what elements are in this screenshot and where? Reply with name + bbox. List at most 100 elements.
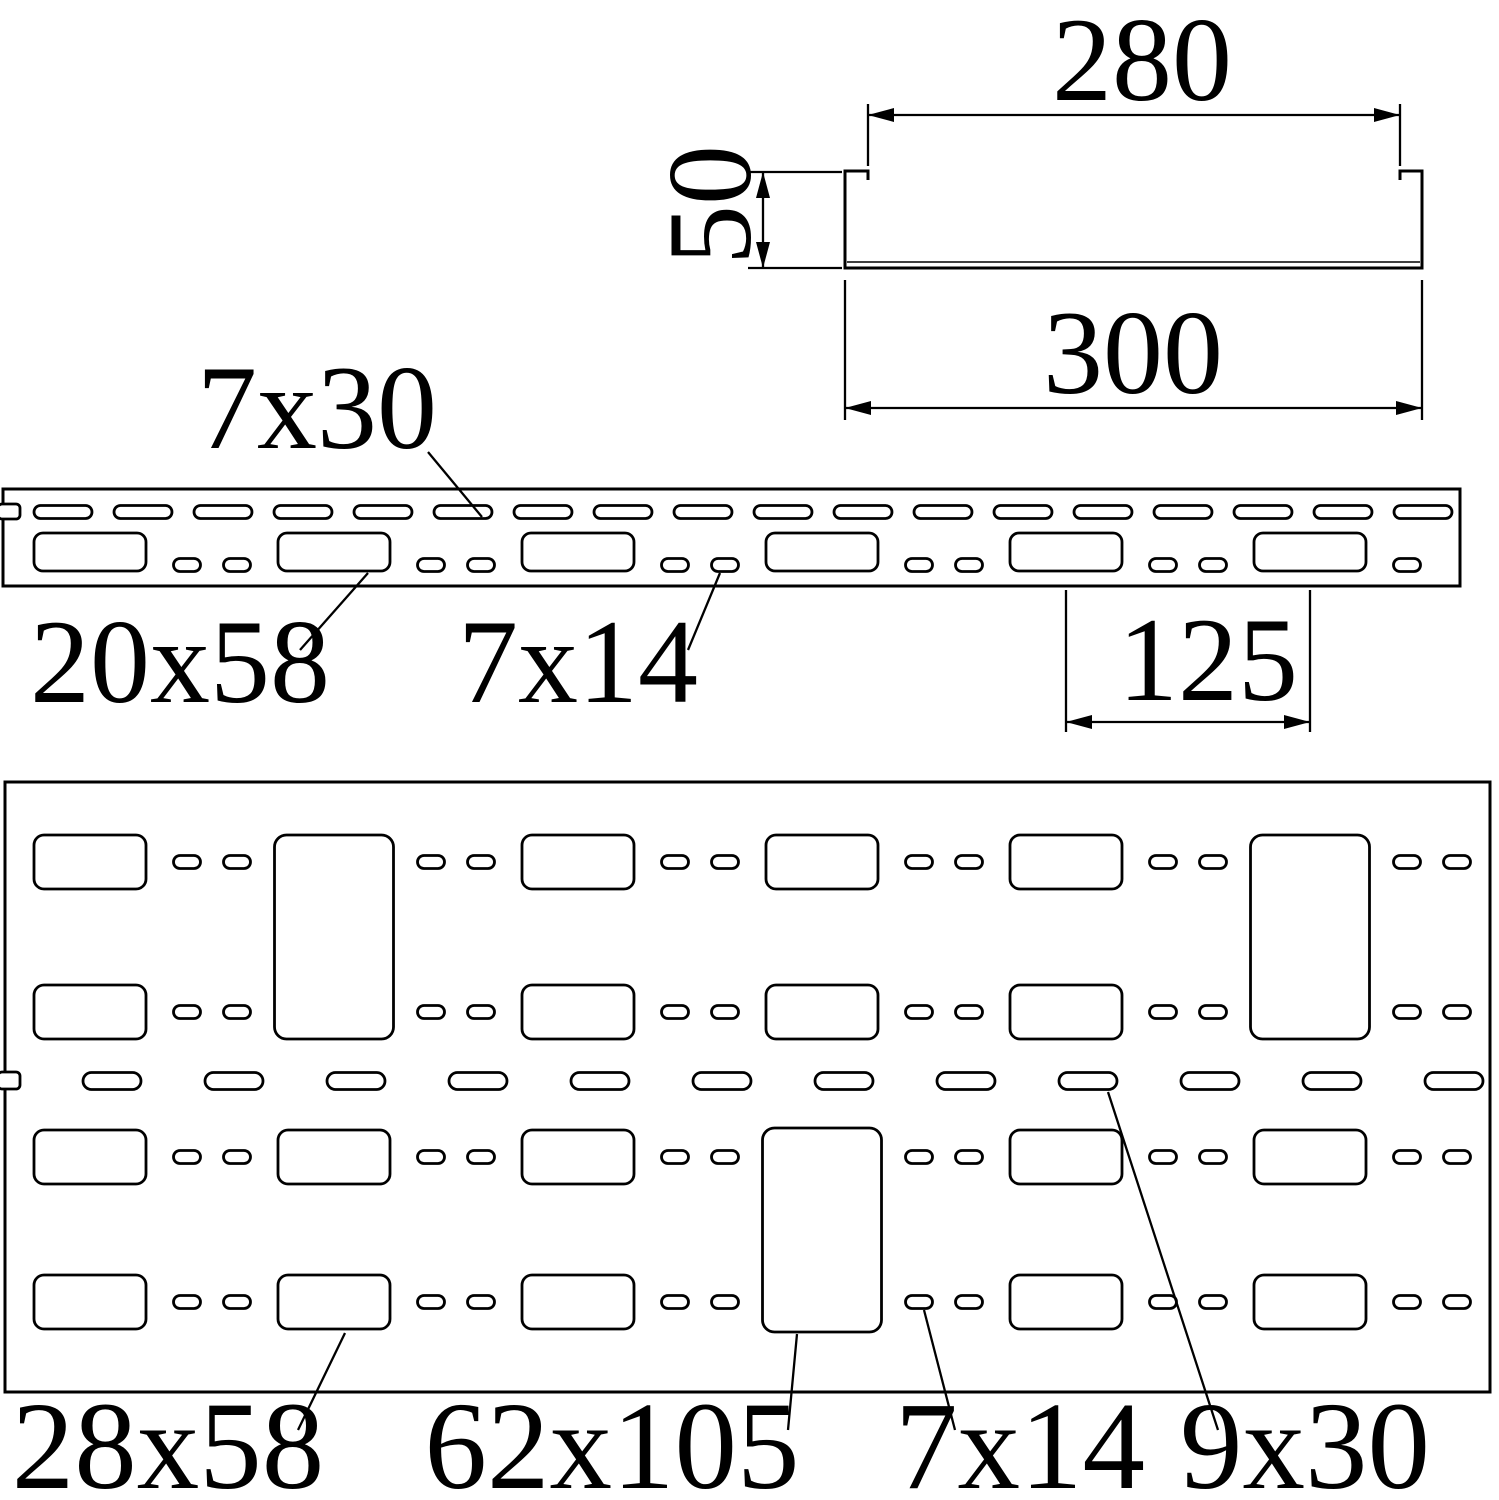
leader-line [296,1332,347,1431]
slot-28x58 [32,1273,148,1331]
slot-28x58 [520,833,636,891]
slot-7x14 [1148,854,1178,870]
leader-line [299,572,369,651]
slot-7x14 [222,854,252,870]
dim-arrow [756,242,770,268]
slot-7x30 [1072,504,1134,520]
cutout-62x105-label: 62x105 [425,1378,800,1500]
slot-7x14 [1392,1149,1422,1165]
slot-7x14 [660,557,690,573]
slot-7x30 [1392,504,1454,520]
slot-7x14 [660,854,690,870]
dim-300-label: 300 [1043,286,1223,419]
slot-7x14 [660,1004,690,1020]
slot-7x30 [672,504,734,520]
slot-9x30 [1179,1071,1241,1091]
slot-20x58 [764,531,880,573]
slot-9x30 [569,1071,631,1091]
leader-line [427,451,483,518]
slot-7x14 [466,557,496,573]
slot-28x58 [764,983,880,1041]
slot-7x14 [1442,854,1472,870]
slot-7x14 [904,1004,934,1020]
slot-20x58 [32,531,148,573]
slot-7x14 [1198,1294,1228,1310]
slot-9x30 [935,1071,997,1091]
plan-slot-9x30-label: 9x30 [1180,1378,1430,1500]
slot-7x30 [432,504,494,520]
slot-7x14 [1392,1294,1422,1310]
slot-9x30 [81,1071,143,1091]
slot-7x14 [1442,1149,1472,1165]
slot-7x14 [416,1294,446,1310]
slot-7x14 [660,1149,690,1165]
slot-7x14 [416,557,446,573]
slot-7x14 [1198,1149,1228,1165]
side-view: 7x30 20x58 7x14 125 [0,341,1462,732]
slot-7x14 [954,1004,984,1020]
slot-7x14 [1392,1004,1422,1020]
slot-7x30 [1312,504,1374,520]
slot-7x30 [832,504,894,520]
leader-line [1106,1091,1220,1431]
cross-section-view: 280 50 300 [643,0,1424,420]
slot-7x14 [416,1149,446,1165]
slot-7x14 [172,1004,202,1020]
slot-7x14 [954,854,984,870]
slot-9x30 [1423,1071,1485,1091]
dim-arrow [845,401,871,415]
slot-7x14 [1442,1004,1472,1020]
slot-7x14 [710,1149,740,1165]
slot-20x58 [276,531,392,573]
slot-7x14 [1392,557,1422,573]
slot-7x14 [904,1149,934,1165]
slot-7x14 [466,1004,496,1020]
slot-7x30 [512,504,574,520]
slot-7x30 [752,504,814,520]
slot-7x14 [904,557,934,573]
slot-9x30 [1301,1071,1363,1091]
dim-125-label: 125 [1118,593,1298,726]
slot-7x14 [954,1149,984,1165]
slot-28x58 [1252,1273,1368,1331]
side-strip-outline [1,487,1462,588]
cutout-62x105 [273,833,395,1041]
slot-7x14 [904,854,934,870]
slot-28x58 [520,1128,636,1186]
slot-28x58 [1008,983,1124,1041]
slot-7x30 [112,504,174,520]
slot-9x30 [447,1071,509,1091]
dim-arrow [1066,715,1092,729]
slot-28x58 [1008,833,1124,891]
dim-arrow [1396,401,1422,415]
slot-28x58 [32,1128,148,1186]
leader-line [922,1309,957,1431]
slot-28x58 [520,983,636,1041]
slot-7x14 [222,557,252,573]
slot-9x30 [203,1071,265,1091]
channel-profile-outline [843,169,1424,270]
dim-arrow [868,108,894,122]
dim-arrow [1284,715,1310,729]
slot-7x30 [192,504,254,520]
slot-28x58 [764,833,880,891]
slot-20x58 [1008,531,1124,573]
slot-7x14 [710,1294,740,1310]
cutout-62x105 [761,1126,883,1334]
slot-7x14 [172,854,202,870]
slot-7x14 [954,1294,984,1310]
slot-28x58 [1252,1128,1368,1186]
slot-7x14-label: 7x14 [458,595,698,728]
slot-7x14 [222,1294,252,1310]
slot-28x58 [276,1128,392,1186]
plan-slot-7x14-label: 7x14 [895,1378,1145,1500]
slot-9x30 [1057,1071,1119,1091]
slot-7x30 [912,504,974,520]
slot-9x30 [813,1071,875,1091]
edge-notch [0,1070,22,1091]
slot-28x58 [32,833,148,891]
slot-7x30 [592,504,654,520]
slot-28x58 [1008,1128,1124,1186]
